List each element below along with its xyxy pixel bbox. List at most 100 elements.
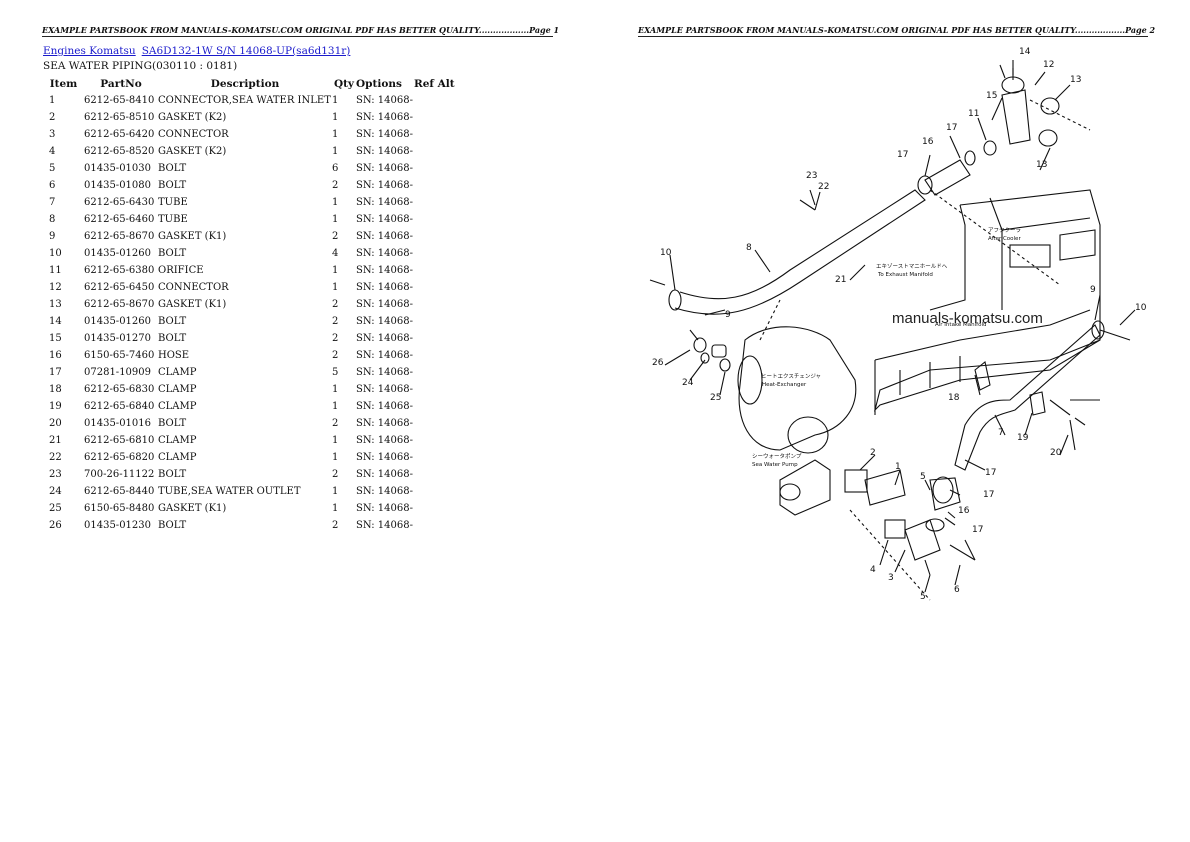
table-cell: GASKET (K2) bbox=[158, 146, 227, 157]
table-cell-refalt bbox=[414, 432, 456, 449]
table-cell: 01435-01030 bbox=[84, 163, 152, 174]
table-cell: 21 bbox=[49, 435, 62, 446]
callout-number: 13 bbox=[1070, 75, 1081, 85]
table-cell: 24 bbox=[49, 486, 62, 497]
table-cell: 2 bbox=[332, 350, 339, 361]
table-cell: 3 bbox=[49, 129, 56, 140]
callout-number: 2 bbox=[870, 448, 876, 458]
table-cell: 1 bbox=[332, 146, 339, 157]
table-cell-refalt bbox=[414, 92, 456, 109]
table-cell-refalt bbox=[414, 364, 456, 381]
table-cell: GASKET (K1) bbox=[158, 231, 227, 242]
table-cell: 1 bbox=[332, 265, 339, 276]
table-cell: GASKET (K2) bbox=[158, 112, 227, 123]
callout-number: 17 bbox=[946, 123, 957, 133]
table-cell: 23 bbox=[49, 469, 62, 480]
table-cell-refalt bbox=[414, 296, 456, 313]
table-cell: 2 bbox=[332, 316, 339, 327]
table-cell: 1 bbox=[332, 503, 339, 514]
table-cell-refalt bbox=[414, 279, 456, 296]
table-cell: BOLT bbox=[158, 248, 187, 259]
table-cell: 6212-65-8520 bbox=[84, 146, 155, 157]
table-cell-refalt bbox=[414, 483, 456, 500]
table-cell: 2 bbox=[332, 180, 339, 191]
table-cell: 1 bbox=[332, 112, 339, 123]
table-cell: 01435-01260 bbox=[84, 316, 152, 327]
breadcrumb-link-engines[interactable]: Engines Komatsu bbox=[43, 45, 136, 57]
table-cell: 15 bbox=[49, 333, 62, 344]
table-cell: 8 bbox=[49, 214, 56, 225]
table-cell: 25 bbox=[49, 503, 62, 514]
table-cell: 6212-65-6820 bbox=[84, 452, 155, 463]
table-cell: 2 bbox=[332, 520, 339, 531]
table-cell: SN: 14068- bbox=[356, 112, 413, 123]
callout-number: 5 bbox=[920, 472, 926, 482]
table-cell: 10 bbox=[49, 248, 62, 259]
table-cell: SN: 14068- bbox=[356, 418, 413, 429]
table-header-row: Item PartNo Description Qty Options Ref … bbox=[43, 76, 456, 92]
table-cell-refalt bbox=[414, 466, 456, 483]
callout-number: 6 bbox=[954, 585, 960, 595]
col-header-options: Options bbox=[356, 78, 402, 90]
callout-number: 7 bbox=[998, 428, 1004, 438]
diagram-watermark: manuals-komatsu.com bbox=[892, 310, 1043, 327]
table-cell: 6212-65-6840 bbox=[84, 401, 155, 412]
table-cell: SN: 14068- bbox=[356, 333, 413, 344]
label-heat-exchanger: Heat-Exchanger bbox=[762, 382, 807, 388]
breadcrumb-link-model[interactable]: SA6D132-1W S/N 14068-UP(sa6d131r) bbox=[141, 45, 351, 57]
callout-number: 23 bbox=[806, 171, 817, 181]
table-cell: SN: 14068- bbox=[356, 282, 413, 293]
table-cell: 16 bbox=[49, 350, 62, 361]
table-cell: SN: 14068- bbox=[356, 401, 413, 412]
callout-number: 3 bbox=[888, 573, 894, 583]
table-cell: CLAMP bbox=[158, 452, 197, 463]
table-cell: TUBE bbox=[158, 197, 188, 208]
table-cell-refalt bbox=[414, 177, 456, 194]
table-cell: 6212-65-6830 bbox=[84, 384, 155, 395]
table-cell: SN: 14068- bbox=[356, 265, 413, 276]
callout-number: 20 bbox=[1050, 448, 1062, 458]
table-cell: ORIFICE bbox=[158, 265, 204, 276]
table-cell: 14 bbox=[49, 316, 62, 327]
table-cell: 6212-65-8440 bbox=[84, 486, 155, 497]
table-cell: SN: 14068- bbox=[356, 163, 413, 174]
table-cell: SN: 14068- bbox=[356, 367, 413, 378]
table-cell-refalt bbox=[414, 109, 456, 126]
table-cell: 2 bbox=[332, 469, 339, 480]
table-cell: 19 bbox=[49, 401, 62, 412]
callout-number: 10 bbox=[660, 248, 672, 258]
table-cell: 700-26-11122 bbox=[84, 469, 155, 480]
table-cell: SN: 14068- bbox=[356, 214, 413, 225]
callout-number: 18 bbox=[948, 393, 960, 403]
table-cell: SN: 14068- bbox=[356, 384, 413, 395]
callout-number: 19 bbox=[1017, 433, 1029, 443]
table-cell: SN: 14068- bbox=[356, 316, 413, 327]
table-cell: 01435-01080 bbox=[84, 180, 152, 191]
table-cell: GASKET (K1) bbox=[158, 299, 227, 310]
table-cell: SN: 14068- bbox=[356, 486, 413, 497]
table-cell: SN: 14068- bbox=[356, 231, 413, 242]
callout-number: 5 bbox=[920, 592, 926, 602]
table-cell: 6 bbox=[332, 163, 339, 174]
page-header-right: EXAMPLE PARTSBOOK FROM MANUALS-KOMATSU.C… bbox=[638, 25, 1156, 37]
col-header-refalt: Ref Alt bbox=[414, 78, 455, 90]
table-cell: 1 bbox=[332, 282, 339, 293]
callout-number: 17 bbox=[897, 150, 908, 160]
col-header-description: Description bbox=[210, 78, 280, 90]
table-cell: SN: 14068- bbox=[356, 180, 413, 191]
label-heat-exchanger-jp: ヒートエクスチェンジャ bbox=[761, 373, 821, 380]
label-exhaust-jp: エキゾーストマニホールドへ bbox=[876, 263, 948, 270]
